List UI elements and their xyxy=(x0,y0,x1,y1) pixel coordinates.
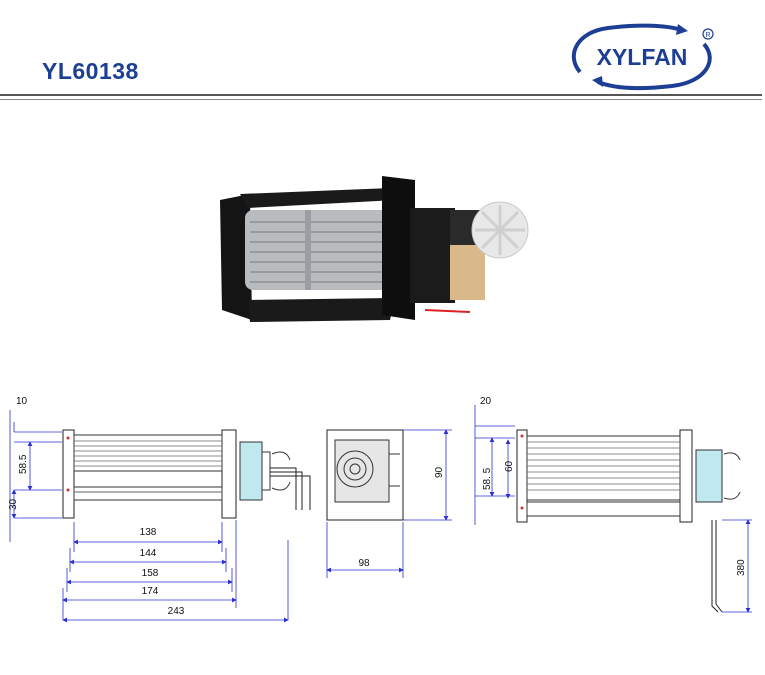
rear-view-dimensions xyxy=(474,405,752,613)
front-view xyxy=(62,429,311,519)
dim-174: 174 xyxy=(142,586,159,597)
dim-58-5-rear: 58. 5 xyxy=(482,467,493,490)
dim-144: 144 xyxy=(140,548,157,559)
dim-58-5-front: 58.5 xyxy=(18,454,29,474)
rear-view xyxy=(516,429,741,613)
xylfan-logo: XYLFAN R xyxy=(571,23,714,91)
header-rule-thin xyxy=(0,99,762,100)
end-view xyxy=(326,429,404,521)
header-rule xyxy=(0,94,762,96)
dim-138: 138 xyxy=(140,527,157,538)
dim-98: 98 xyxy=(358,558,370,569)
dim-30: 30 xyxy=(8,498,19,510)
dim-60: 60 xyxy=(504,460,515,472)
dim-243: 243 xyxy=(168,606,185,617)
brand-text: XYLFAN xyxy=(597,44,688,70)
dim-20: 20 xyxy=(480,396,492,407)
fan-product-photo xyxy=(220,176,529,322)
dim-90: 90 xyxy=(434,466,445,478)
front-view-dimensions xyxy=(9,410,289,623)
model-title: YL60138 xyxy=(42,58,139,84)
dim-158: 158 xyxy=(142,568,159,579)
svg-text:R: R xyxy=(705,32,710,39)
technical-drawing: 10 58.5 30 138 144 158 174 243 90 98 xyxy=(8,396,752,623)
dim-380: 380 xyxy=(736,559,747,576)
end-view-dimensions xyxy=(326,429,452,578)
dim-10: 10 xyxy=(16,396,28,407)
